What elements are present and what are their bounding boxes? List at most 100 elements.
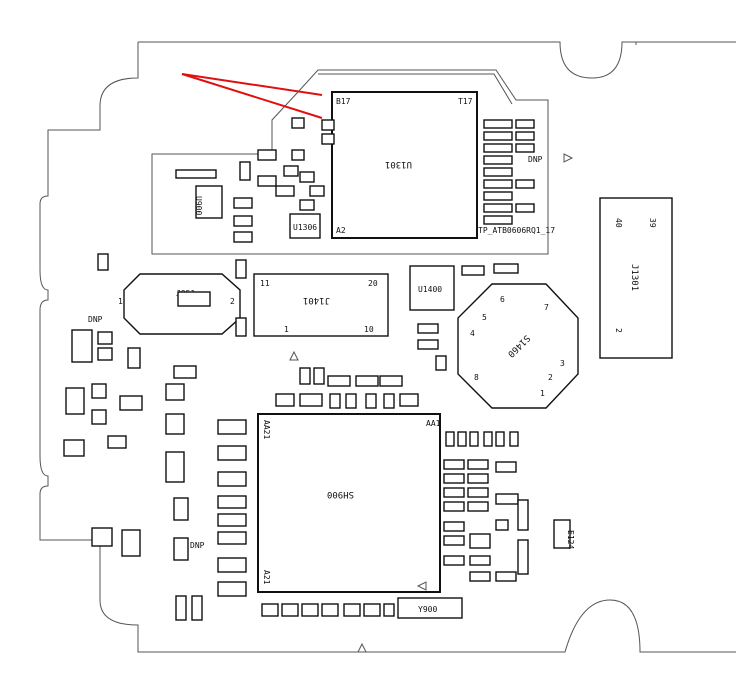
u900-chip — [195, 185, 223, 219]
component-footprint — [469, 571, 491, 582]
component-footprint — [257, 175, 277, 187]
component-footprint — [299, 171, 315, 183]
component-footprint — [283, 165, 299, 177]
component-footprint — [275, 393, 295, 407]
s1460-pin4: 4 — [470, 329, 475, 338]
component-footprint — [461, 265, 485, 276]
e124-label: E124 — [566, 530, 575, 549]
component-footprint — [321, 603, 339, 617]
component-footprint — [165, 383, 185, 401]
main-processor-label: SH900 — [327, 489, 354, 499]
component-footprint — [483, 167, 513, 177]
component-footprint — [91, 383, 107, 399]
component-footprint — [443, 535, 465, 546]
component-footprint — [495, 571, 517, 582]
component-footprint — [299, 393, 323, 407]
component-footprint — [435, 355, 447, 371]
component-footprint — [343, 603, 361, 617]
annotation-line-2 — [181, 73, 323, 119]
s1460-pin2: 2 — [548, 373, 553, 382]
component-footprint — [165, 413, 185, 435]
component-footprint — [443, 521, 465, 532]
j1401-label: J1401 — [303, 295, 330, 305]
pin-t17: T17 — [458, 97, 473, 106]
component-footprint — [515, 119, 535, 129]
component-footprint — [483, 431, 493, 447]
s1460-pin6: 6 — [500, 295, 505, 304]
component-footprint — [233, 215, 253, 227]
dnp-label-3: DNP — [190, 541, 205, 550]
pin-a2: A2 — [336, 226, 346, 235]
component-footprint — [217, 471, 247, 487]
u900-label: U900 — [194, 196, 203, 215]
orientation-marker — [357, 642, 367, 653]
component-footprint — [417, 323, 439, 334]
component-footprint — [515, 179, 535, 189]
j1401-connector — [253, 273, 389, 337]
pin-b17: B17 — [336, 97, 351, 106]
component-footprint — [509, 431, 519, 447]
component-footprint — [217, 495, 247, 509]
component-footprint — [321, 133, 335, 145]
component-footprint — [71, 329, 93, 363]
j1401-pin20: 20 — [368, 279, 378, 288]
u1400-label: U1400 — [418, 285, 442, 294]
component-footprint — [515, 131, 535, 141]
u1306-chip — [289, 213, 321, 239]
y900-crystal — [397, 597, 463, 619]
j1401-pin10: 10 — [364, 325, 374, 334]
component-footprint — [257, 149, 277, 161]
component-footprint — [515, 143, 535, 153]
component-footprint — [483, 203, 513, 213]
component-footprint — [417, 339, 439, 350]
component-footprint — [469, 533, 491, 549]
component-footprint — [65, 387, 85, 415]
component-footprint — [217, 419, 247, 435]
component-footprint — [443, 555, 465, 566]
component-footprint — [217, 557, 247, 573]
component-footprint — [119, 395, 143, 411]
component-footprint — [299, 367, 311, 385]
annotation-line-1 — [181, 73, 323, 96]
component-footprint — [275, 185, 295, 197]
s1460-pin3: 3 — [560, 359, 565, 368]
s1460-pin1: 1 — [540, 389, 545, 398]
component-footprint — [483, 191, 513, 201]
component-footprint — [173, 497, 189, 521]
component-footprint — [127, 347, 141, 369]
component-footprint — [365, 393, 377, 409]
pin-a21: A21 — [262, 570, 271, 585]
s1460-pin5: 5 — [482, 313, 487, 322]
component-footprint — [483, 215, 513, 225]
e124-pad — [553, 519, 571, 549]
component-footprint — [173, 537, 189, 561]
component-footprint — [483, 179, 513, 189]
component-footprint — [355, 375, 379, 387]
component-footprint — [469, 555, 491, 566]
j951-pin1: 1 — [118, 297, 123, 306]
component-footprint — [495, 519, 509, 531]
component-footprint — [97, 347, 113, 361]
component-footprint — [483, 119, 513, 129]
dnp-label-1: DNP — [528, 155, 543, 164]
shield-region — [151, 69, 549, 255]
component-footprint — [175, 169, 217, 179]
s1460-switch — [457, 283, 579, 409]
s1460-pin7: 7 — [544, 303, 549, 312]
component-footprint — [235, 317, 247, 337]
component-footprint — [107, 435, 127, 449]
component-footprint — [495, 461, 517, 473]
component-footprint — [327, 375, 351, 387]
j1301-pin2: 2 — [614, 328, 623, 333]
component-footprint — [299, 199, 315, 211]
component-footprint — [291, 117, 305, 129]
u1301-label: U1301 — [385, 159, 412, 169]
y900-label: Y900 — [418, 605, 437, 614]
component-footprint — [175, 595, 187, 621]
component-footprint — [121, 529, 141, 557]
component-footprint — [63, 439, 85, 457]
orientation-marker — [416, 581, 427, 591]
s1460-pin8: 8 — [474, 373, 479, 382]
component-footprint — [97, 253, 109, 271]
component-footprint — [399, 393, 419, 407]
